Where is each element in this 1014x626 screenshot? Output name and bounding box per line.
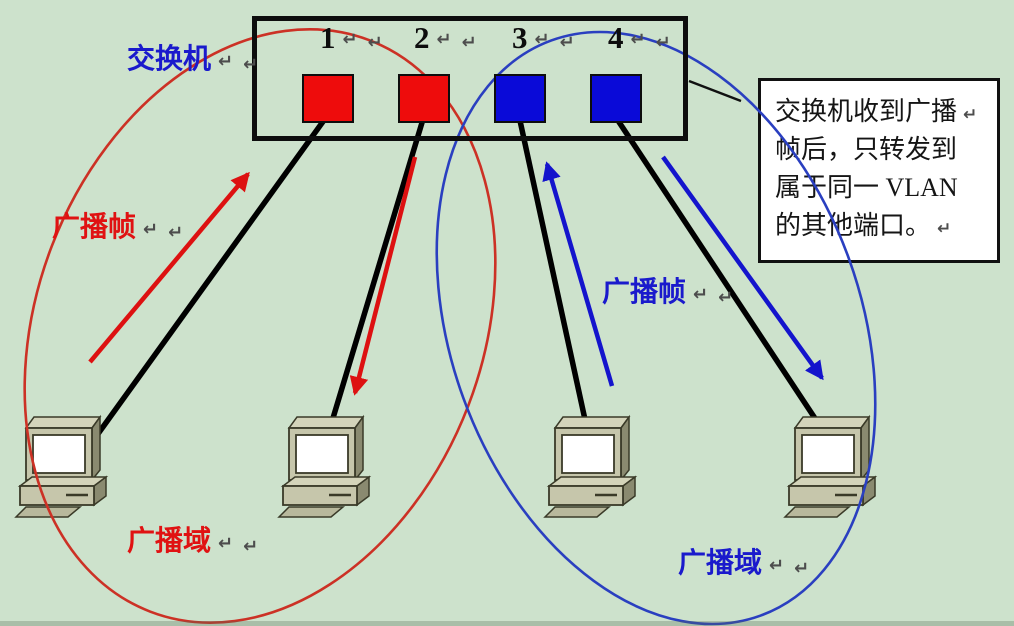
callout-text: 属于同一 VLAN (775, 173, 958, 202)
switch-label: 交换机 ↵ ↵ (127, 43, 259, 75)
callout-text: 帧后，只转发到 (775, 135, 958, 164)
callout-line: 属于同一 VLAN (775, 169, 997, 207)
return-mark-icon: ↵ (718, 287, 734, 308)
blue-broadcast-domain-ellipse (435, 30, 877, 626)
cable-port1-pc1 (92, 114, 330, 440)
return-mark-icon: ↵ (367, 32, 383, 53)
return-mark-icon: ↵ (794, 558, 810, 579)
red-broadcast-frame-label: 广播帧 ↵ ↵ (52, 211, 184, 243)
blue-broadcast-domain-label: 广播域 ↵ ↵ (678, 547, 810, 579)
switch-label-text: 交换机 (127, 43, 212, 74)
port-number-text: 2 (414, 20, 430, 55)
label-text: 广播帧 (602, 276, 687, 307)
return-mark-icon: ↵ (630, 29, 646, 50)
callout-text: 交换机收到广播 (775, 97, 958, 126)
blue-broadcast-frame-label: 广播帧 ↵ ↵ (602, 276, 734, 308)
switch-port-2-vlan-red (398, 74, 450, 123)
return-mark-icon: ↵ (937, 219, 952, 239)
port-4-number: 4 ↵ ↵ (608, 22, 671, 54)
return-mark-icon: ↵ (436, 29, 452, 50)
return-mark-icon: ↵ (655, 32, 671, 53)
switch-port-4-vlan-blue (590, 74, 642, 123)
return-mark-icon: ↵ (243, 536, 259, 557)
callout-line: 交换机收到广播↵ (775, 93, 997, 131)
computer-icon-3 (543, 415, 637, 519)
port-3-number: 3 ↵ ↵ (512, 22, 575, 54)
blue-broadcast-arrow-down (661, 155, 824, 381)
bottom-edge-strip (0, 621, 1014, 626)
callout-text-box: 交换机收到广播↵ 帧后，只转发到 属于同一 VLAN 的其他端口。↵ (758, 78, 1000, 263)
cable-port4-pc4 (612, 114, 831, 440)
return-mark-icon: ↵ (342, 29, 358, 50)
return-mark-icon: ↵ (693, 284, 709, 305)
return-mark-icon: ↵ (218, 51, 234, 72)
label-text: 广播域 (678, 547, 763, 578)
switch-port-3-vlan-blue (494, 74, 546, 123)
return-mark-icon: ↵ (243, 54, 259, 75)
port-number-text: 4 (608, 20, 624, 55)
computer-icon-1 (14, 415, 108, 519)
computer-icon-2 (277, 415, 371, 519)
return-mark-icon: ↵ (168, 222, 184, 243)
label-text: 广播帧 (52, 211, 137, 242)
red-broadcast-arrow-up (88, 171, 250, 364)
return-mark-icon: ↵ (769, 555, 785, 576)
red-broadcast-domain-ellipse (23, 28, 497, 624)
red-broadcast-arrow-down (349, 156, 418, 396)
return-mark-icon: ↵ (534, 29, 550, 50)
return-mark-icon: ↵ (218, 533, 234, 554)
callout-pointer-line (688, 79, 742, 103)
blue-broadcast-arrow-up (542, 161, 615, 387)
port-number-text: 3 (512, 20, 528, 55)
callout-line: 帧后，只转发到 (775, 131, 997, 169)
return-mark-icon: ↵ (559, 32, 575, 53)
label-text: 广播域 (127, 525, 212, 556)
cable-port2-pc2 (324, 115, 427, 439)
switch-chassis (252, 16, 688, 141)
red-broadcast-domain-label: 广播域 ↵ ↵ (127, 525, 259, 557)
switch-port-1-vlan-red (302, 74, 354, 123)
callout-text: 的其他端口。 (775, 211, 932, 240)
port-number-text: 1 (320, 20, 336, 55)
cable-port3-pc3 (516, 115, 592, 439)
return-mark-icon: ↵ (461, 32, 477, 53)
return-mark-icon: ↵ (143, 219, 159, 240)
return-mark-icon: ↵ (963, 105, 978, 125)
callout-line: 的其他端口。↵ (775, 207, 997, 245)
port-1-number: 1 ↵ ↵ (320, 22, 383, 54)
port-2-number: 2 ↵ ↵ (414, 22, 477, 54)
